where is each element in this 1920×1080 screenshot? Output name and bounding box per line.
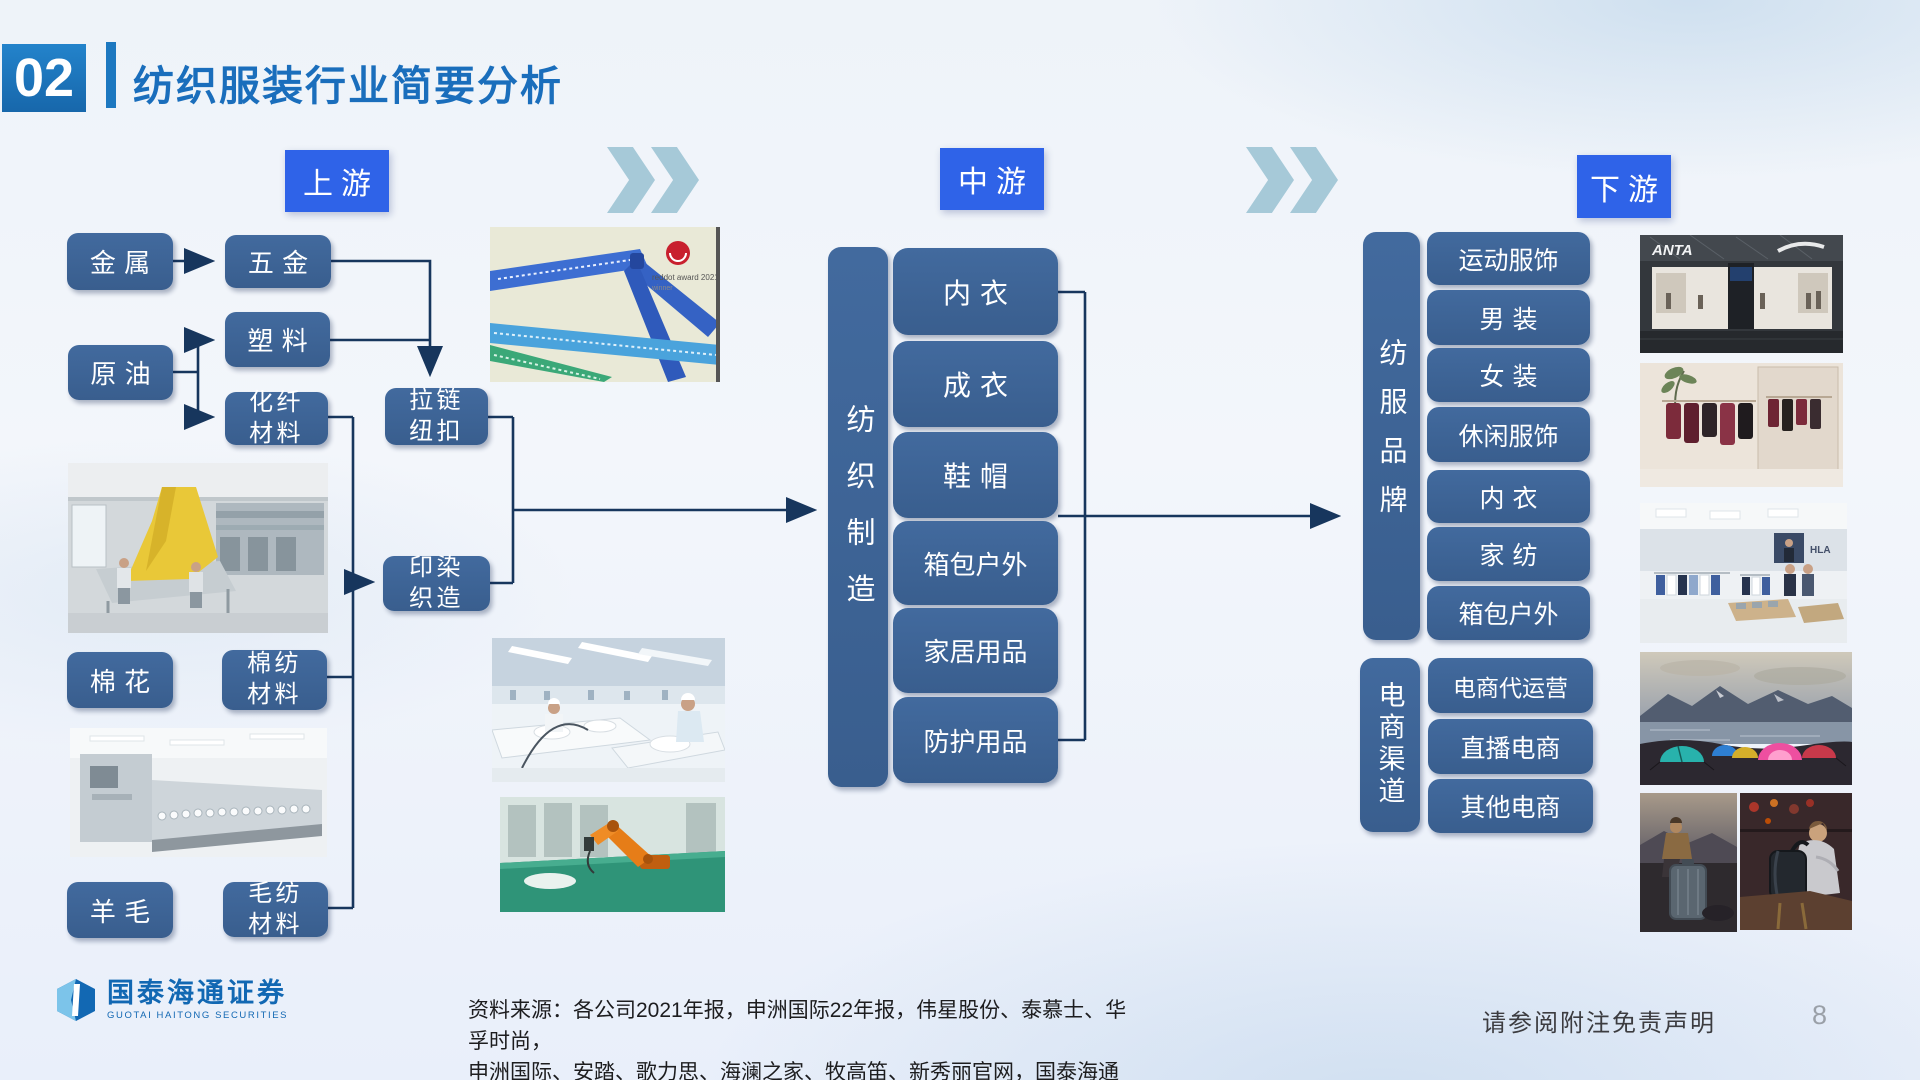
reddot-winner-text: winner — [651, 285, 673, 292]
node-dyeing-weaving: 印染织造 — [383, 554, 490, 612]
logo-cn-text: 国泰海通证券 — [107, 977, 287, 1008]
photo-luggage-mountain — [1640, 793, 1737, 932]
photo-zipper-reddot: reddot award 2021 winner — [490, 227, 720, 382]
node-bags-outdoor-brand: 箱包户外 — [1427, 586, 1590, 640]
photo-womens-clothing-store — [1640, 363, 1843, 487]
node-bags-outdoor-mid: 箱包户外 — [893, 521, 1058, 605]
node-menswear: 男装 — [1427, 290, 1590, 345]
reddot-award-text: reddot award 2021 — [652, 273, 719, 282]
node-protective-goods: 防护用品 — [893, 697, 1058, 783]
photo-robot-arm — [500, 797, 725, 912]
source-line-1: 资料来源：各公司2021年报，申洲国际22年报，伟星股份、泰慕士、华孚时尚， — [468, 999, 1127, 1053]
disclaimer-note: 请参阅附注免责声明 — [1482, 1010, 1716, 1037]
node-sportswear: 运动服饰 — [1427, 232, 1590, 285]
group-apparel-brands: 纺服品牌 — [1363, 232, 1420, 640]
photo-anta-storefront: ANTA — [1640, 235, 1843, 353]
stage-label-midstream: 中游 — [940, 148, 1044, 210]
hla-sign-text: HLA — [1810, 545, 1831, 556]
page-title: 纺织服装行业简要分析 — [133, 63, 563, 109]
node-cotton: 棉花 — [67, 652, 173, 708]
page-number: 8 — [1812, 1000, 1828, 1030]
node-home-textile: 家纺 — [1427, 527, 1590, 581]
stage-label-downstream: 下游 — [1577, 155, 1671, 218]
node-chemical-fiber: 化纤材料 — [225, 389, 328, 447]
node-zipper-button: 拉链纽扣 — [385, 387, 488, 445]
photo-backpack-cafe — [1740, 793, 1852, 930]
section-number: 02 — [13, 48, 75, 108]
node-garments: 成衣 — [893, 341, 1058, 427]
node-shoes-hats: 鞋帽 — [893, 432, 1058, 518]
node-underwear-brand: 内衣 — [1427, 470, 1590, 523]
node-metal: 金属 — [67, 233, 173, 290]
node-plastic: 塑料 — [225, 312, 330, 367]
stage-label-upstream: 上游 — [285, 150, 389, 212]
node-other-ecom: 其他电商 — [1428, 779, 1593, 833]
title-separator — [106, 42, 116, 108]
logo-en-text: GUOTAI HAITONG SECURITIES — [107, 1009, 289, 1021]
node-cotton-textile: 棉纺材料 — [222, 650, 327, 710]
node-womenswear: 女装 — [1427, 348, 1590, 402]
node-ecom-agency: 电商代运营 — [1428, 658, 1593, 713]
section-number-badge: 02 — [2, 44, 86, 112]
node-casualwear: 休闲服饰 — [1427, 407, 1590, 462]
photo-tents-lakeside — [1640, 652, 1852, 785]
photo-fabric-factory — [68, 463, 328, 633]
node-wool-textile: 毛纺材料 — [223, 880, 328, 938]
node-live-ecom: 直播电商 — [1428, 719, 1593, 774]
node-crude-oil: 原油 — [68, 345, 173, 400]
guotai-haitong-logo: 国泰海通证券 GUOTAI HAITONG SECURITIES — [55, 978, 288, 1022]
photo-spinning-machines — [70, 728, 327, 857]
anta-sign-text: ANTA — [1651, 242, 1693, 259]
node-wool: 羊毛 — [67, 882, 173, 938]
node-hardware: 五金 — [225, 235, 331, 288]
photo-sewing-workshop — [492, 638, 725, 782]
group-ecommerce-channel: 电商渠道 — [1360, 658, 1420, 832]
group-textile-manufacturing: 纺织制造 — [828, 247, 888, 787]
source-note: 资料来源：各公司2021年报，申洲国际22年报，伟星股份、泰慕士、华孚时尚， 申… — [468, 995, 1128, 1080]
logo-hexagon-icon — [57, 979, 95, 1021]
node-home-goods: 家居用品 — [893, 608, 1058, 693]
node-underwear-mid: 内衣 — [893, 248, 1058, 335]
source-line-2: 申洲国际、安踏、歌力思、海澜之家、牧高笛、新秀丽官网，国泰海通证券研究 — [468, 1061, 1119, 1080]
photo-hla-store: HLA — [1640, 503, 1847, 643]
